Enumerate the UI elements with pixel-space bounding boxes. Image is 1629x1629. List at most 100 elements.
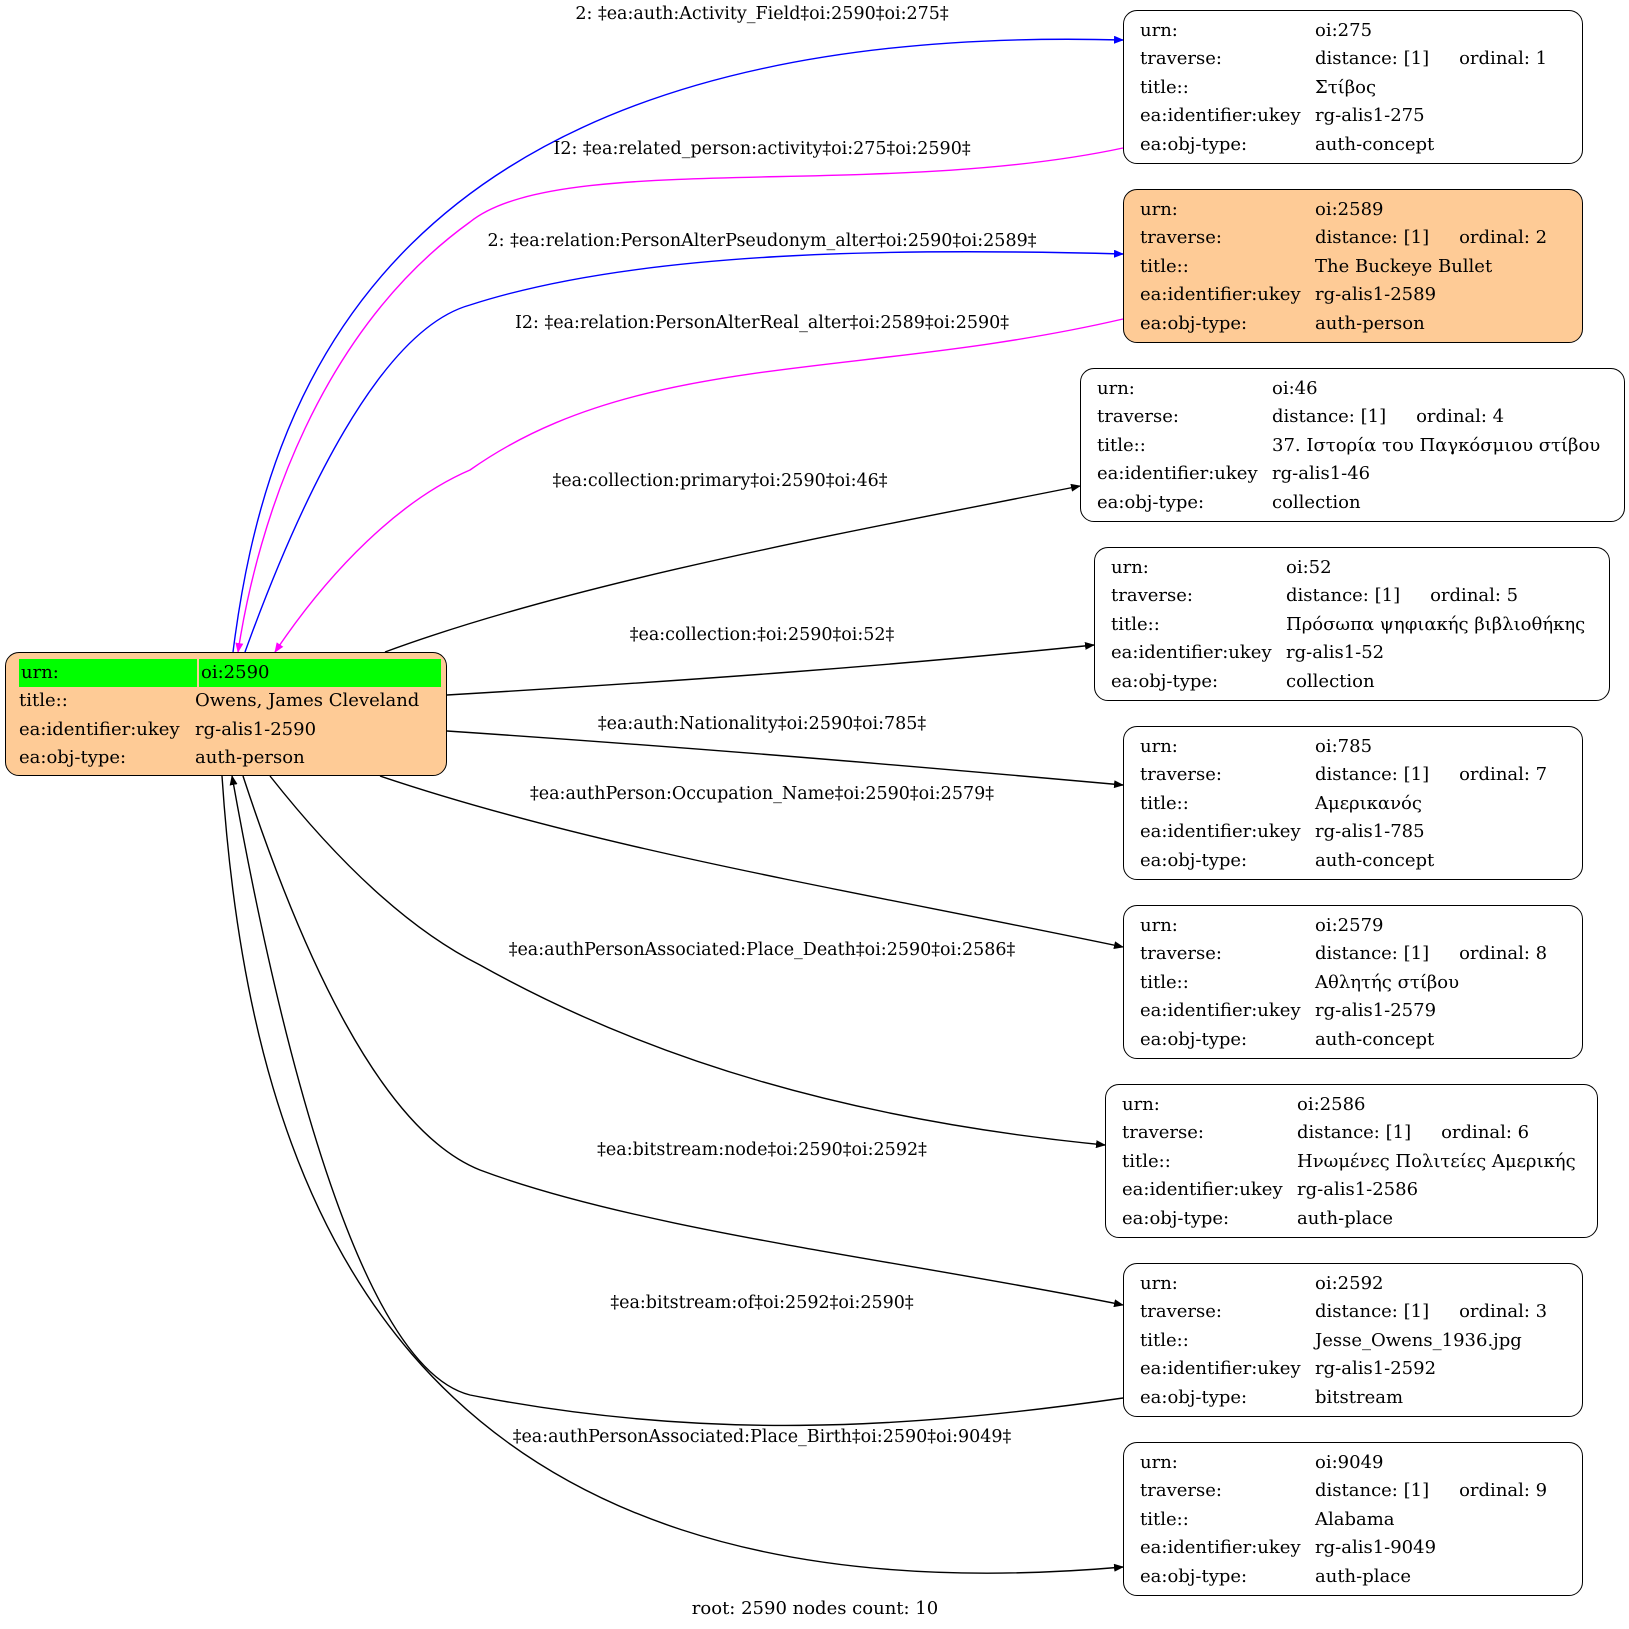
edge-11 [229,775,1124,1427]
node-traverse-value: distance: [1]ordinal: 8 [1315,940,1547,968]
node-urn-key: urn: [1140,199,1178,220]
root-title-value: Owens, James Cleveland [195,690,420,712]
node-title-key: title:: [1122,1150,1171,1172]
node-distance: distance: [1] [1315,943,1430,965]
node-type-key: ea:obj-type: [1111,670,1219,692]
node-traverse-key: traverse: [1140,764,1222,786]
node-ukey-key: ea:identifier:ukey [1140,821,1301,843]
edge-label-6: ‡ea:collection:‡oi:2590‡oi:52‡ [629,625,895,645]
node-ukey-key: ea:identifier:ukey [1097,463,1258,485]
node-ukey-value: rg-alis1-2592 [1315,1358,1437,1380]
node-title-value: Alabama [1315,1508,1395,1530]
root-ukey-value: rg-alis1-2590 [195,718,317,740]
node-type-key: ea:obj-type: [1140,849,1248,871]
edge-label-9: ‡ea:authPersonAssociated:Place_Death‡oi:… [508,940,1016,960]
node-title-key: title:: [1140,792,1189,814]
edge-7 [446,730,1124,789]
node-type-value: auth-place [1297,1207,1393,1229]
edge-6 [446,641,1095,696]
node-title-key: title:: [1140,255,1189,277]
node-urn-key: urn: [1122,1094,1160,1115]
node-title-value: Πρόσωπα ψηφιακής βιβλιοθήκης [1286,613,1586,635]
node-type-value: auth-concept [1315,133,1435,155]
root-urn-value: oi:2590 [199,659,441,688]
node-traverse-value: distance: [1]ordinal: 2 [1315,224,1547,252]
node-ordinal: ordinal: 4 [1416,406,1505,428]
node-urn-key: urn: [1140,915,1178,936]
node-title-value: Ηνωμένες Πολιτείες Αμερικής [1297,1150,1576,1172]
node-traverse-value: distance: [1]ordinal: 3 [1315,1298,1547,1326]
node-type-key: ea:obj-type: [1097,491,1205,513]
node-traverse-key: traverse: [1122,1122,1204,1144]
node-traverse-value: distance: [1]ordinal: 6 [1297,1119,1529,1147]
node-traverse-value: distance: [1] ordinal: 5 [1286,582,1518,610]
edge-1 [232,35,1124,653]
node-urn-value: oi:275 [1315,20,1373,41]
edge-12 [221,775,1124,1574]
node-ukey-key: ea:identifier:ukey [1140,1358,1301,1380]
root-title-key: title:: [19,690,68,712]
node-title-key: title:: [1140,1329,1189,1351]
node-urn-value: oi:46 [1272,378,1318,399]
node-title-value: Αθλητής στίβου [1315,971,1460,993]
node-ukey-key: ea:identifier:ukey [1140,1000,1301,1022]
node-type-value: auth-place [1315,1565,1411,1587]
node-distance: distance: [1] [1315,227,1430,249]
edge-8 [379,775,1124,950]
node-title-value: 37. Ιστορία του Παγκόσμιου στίβου [1272,434,1601,456]
node-traverse-value: distance: [1]ordinal: 1 [1315,45,1547,73]
node-type-key: ea:obj-type: [1122,1207,1230,1229]
edge-3 [244,249,1124,653]
node-urn-value: oi:9049 [1315,1452,1384,1473]
node-urn-value: oi:2592 [1315,1273,1384,1294]
node-traverse-key: traverse: [1140,227,1222,249]
node-title-value: Στίβος [1315,76,1377,98]
node-urn-value: oi:52 [1286,557,1332,578]
node-title-key: title:: [1097,434,1146,456]
node-type-value: auth-person [1315,312,1425,334]
root-type-value: auth-person [195,747,305,769]
node-ukey-value: rg-alis1-9049 [1315,1537,1437,1559]
node-ukey-key: ea:identifier:ukey [1140,105,1301,127]
node-oi-2589[interactable]: urn: oi:2589 traverse: distance: [1]ordinal… [1123,189,1583,343]
node-type-key: ea:obj-type: [1140,312,1248,334]
node-title-value: Αμερικανός [1315,792,1422,814]
edge-label-5: ‡ea:collection:primary‡oi:2590‡oi:46‡ [552,471,888,491]
node-urn-key: urn: [1140,1452,1178,1473]
node-urn-value: oi:2589 [1315,199,1384,220]
root-ukey-key: ea:identifier:ukey [19,718,180,740]
node-urn-key: urn: [1140,736,1178,757]
edge-label-4: I2: ‡ea:relation:PersonAlterReal_alter‡o… [515,313,1009,333]
root-node[interactable]: urn:oi:2590 title::Owens, James Clevelan… [5,652,447,776]
node-distance: distance: [1] [1315,48,1430,70]
node-ukey-value: rg-alis1-275 [1315,105,1425,127]
edge-label-2: I2: ‡ea:related_person:activity‡oi:275‡o… [553,139,971,159]
edge-label-12: ‡ea:authPersonAssociated:Place_Birth‡oi:… [512,1427,1012,1447]
node-traverse-value: distance: [1]ordinal: 9 [1315,1477,1547,1505]
node-ordinal: ordinal: 5 [1430,585,1519,607]
node-distance: distance: [1] [1286,585,1401,607]
node-distance: distance: [1] [1272,406,1387,428]
node-ukey-key: ea:identifier:ukey [1140,284,1301,306]
node-ukey-value: rg-alis1-2586 [1297,1179,1419,1201]
edge-4 [274,318,1124,653]
node-title-key: title:: [1140,76,1189,98]
node-title-value: Jesse_Owens_1936.jpg [1315,1329,1522,1351]
node-type-value: collection [1272,491,1361,513]
node-ukey-key: ea:identifier:ukey [1140,1537,1301,1559]
node-type-key: ea:obj-type: [1140,1028,1248,1050]
node-traverse-value: distance: [1] ordinal: 4 [1272,403,1504,431]
node-ordinal: ordinal: 9 [1459,1480,1548,1502]
node-traverse-key: traverse: [1140,48,1222,70]
node-traverse-key: traverse: [1140,943,1222,965]
edge-label-1: 2: ‡ea:auth:Activity_Field‡oi:2590‡oi:27… [575,4,949,24]
